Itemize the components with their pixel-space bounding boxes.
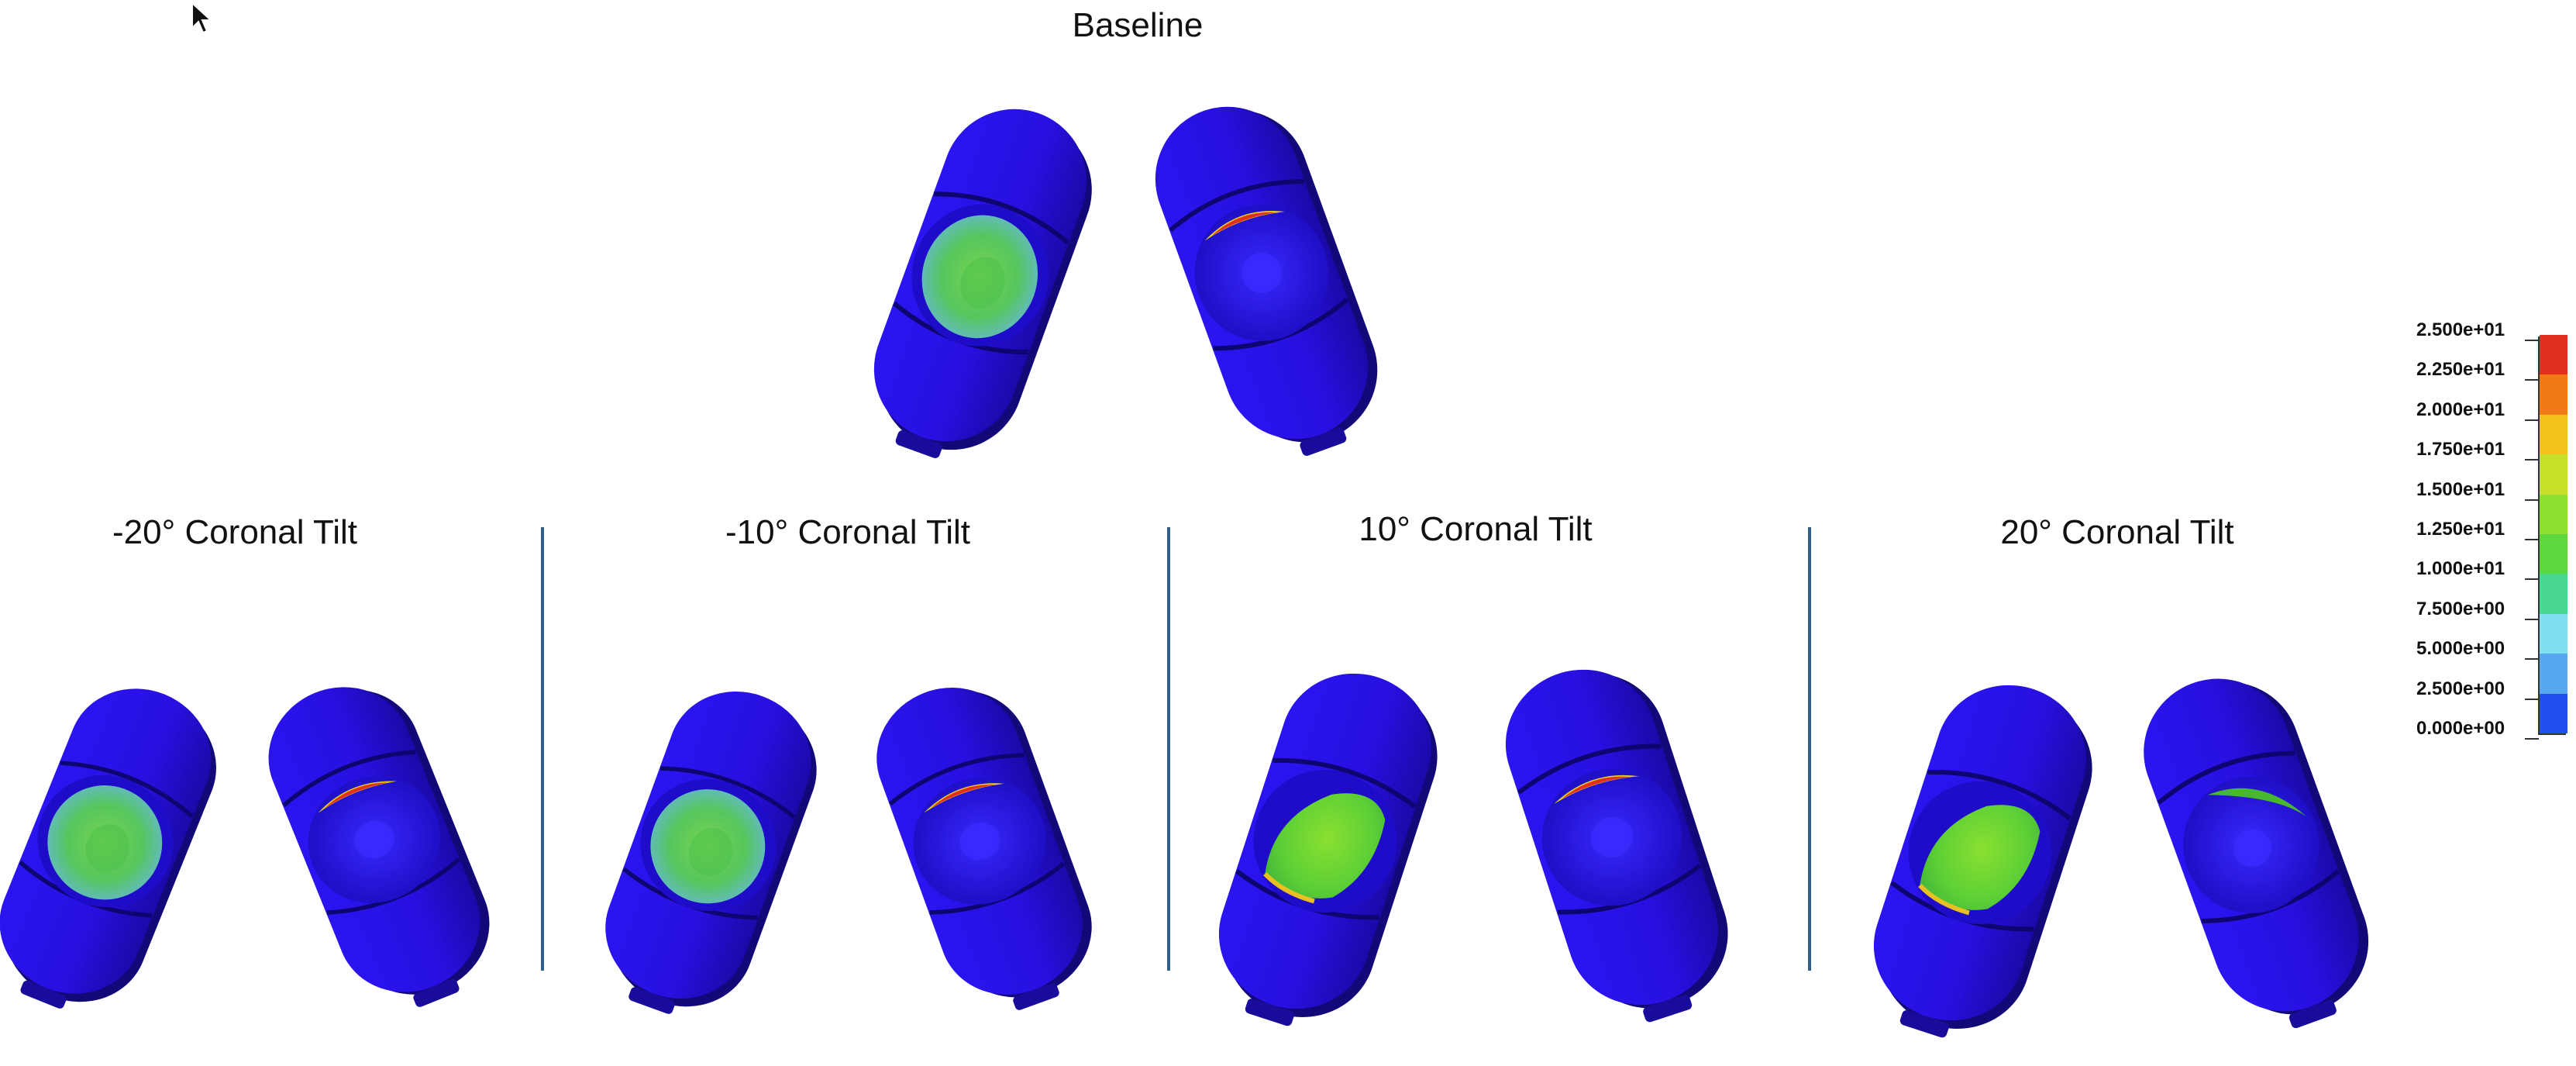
color-scale-label: 2.500e+01 xyxy=(2416,319,2505,340)
color-scale-label: 2.500e+00 xyxy=(2416,678,2505,699)
arrow-pointer-icon xyxy=(191,2,213,34)
color-scale-label: 5.000e+00 xyxy=(2416,638,2505,660)
plus-20-coronal-tilt-title: 20° Coronal Tilt xyxy=(2000,513,2234,551)
panel-divider xyxy=(541,527,544,971)
color-scale-tick xyxy=(2525,419,2539,421)
color-scale-segment xyxy=(2540,335,2567,375)
color-scale-segment xyxy=(2540,374,2567,415)
minus-10-cup-implant xyxy=(581,671,837,1034)
plus-10-cup-implant xyxy=(1195,654,1458,1046)
color-scale-label: 0.000e+00 xyxy=(2416,718,2505,739)
plus-10-head-implant xyxy=(1487,647,1750,1039)
color-scale-tick xyxy=(2525,379,2539,381)
baseline-cup-implant xyxy=(849,89,1114,479)
baseline-title: Baseline xyxy=(1072,6,1204,44)
minus-10-head-implant xyxy=(858,665,1114,1028)
color-scale-segment xyxy=(2540,454,2567,495)
color-scale-segment xyxy=(2540,613,2567,654)
minus-20-cup-implant xyxy=(0,668,239,1031)
color-scale-tick xyxy=(2525,698,2539,700)
plus-10-coronal-tilt-title: 10° Coronal Tilt xyxy=(1359,510,1593,548)
minus-20-head-implant xyxy=(248,663,513,1026)
plus-20-head-implant xyxy=(2123,655,2392,1046)
color-scale-tick xyxy=(2525,618,2539,620)
color-scale-label: 1.500e+01 xyxy=(2416,478,2505,500)
panel-divider xyxy=(1167,527,1170,971)
color-scale-segment xyxy=(2540,574,2567,614)
baseline-head-implant xyxy=(1135,84,1401,474)
color-scale-label: 7.500e+00 xyxy=(2416,598,2505,619)
color-scale-bar xyxy=(2540,335,2567,733)
color-scale-tick xyxy=(2525,539,2539,540)
minus-20-coronal-tilt-title: -20° Coronal Tilt xyxy=(112,513,357,551)
plus-20-cup-implant xyxy=(1850,666,2113,1057)
color-scale-segment xyxy=(2540,533,2567,574)
color-scale-label: 1.250e+01 xyxy=(2416,519,2505,540)
color-scale-tick xyxy=(2525,340,2539,341)
color-scale-tick xyxy=(2525,658,2539,661)
color-scale-segment xyxy=(2540,654,2567,694)
color-scale-tick xyxy=(2525,738,2539,740)
color-scale-tick xyxy=(2525,499,2539,501)
color-scale-label: 2.000e+01 xyxy=(2416,398,2505,420)
color-scale-tick xyxy=(2525,578,2539,581)
color-scale-tick xyxy=(2525,459,2539,461)
color-scale-label: 1.750e+01 xyxy=(2416,439,2505,461)
color-scale-label: 1.000e+01 xyxy=(2416,558,2505,580)
color-scale-label: 2.250e+01 xyxy=(2416,359,2505,381)
color-scale-segment xyxy=(2540,494,2567,534)
color-scale-segment xyxy=(2540,414,2567,455)
color-scale-segment xyxy=(2540,693,2567,733)
minus-10-coronal-tilt-title: -10° Coronal Tilt xyxy=(725,513,970,551)
panel-divider xyxy=(1808,527,1811,971)
